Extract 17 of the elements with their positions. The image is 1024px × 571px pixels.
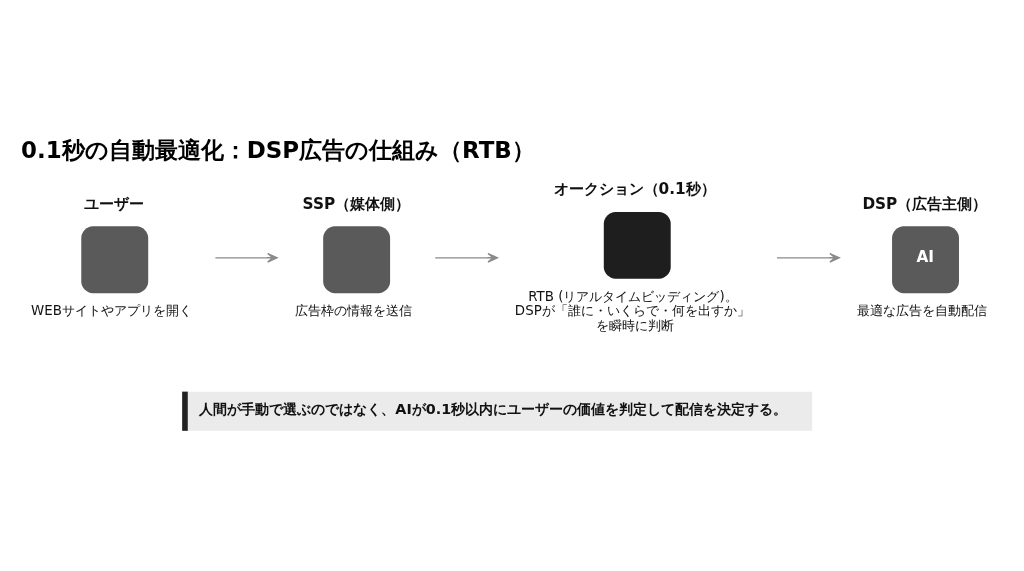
- label: 人間が手動で選ぶのではなく、AIが0.1秒以内にユーザーの価値を判定して配信を決定する。: [199, 400, 788, 417]
- node-label: WEBサイトやアプリを開く: [31, 303, 192, 319]
- node-box: [323, 226, 391, 294]
- node-box: [603, 211, 671, 279]
- node-label: RTB (リアルタイムビッディング)。DSPが「誰に・いくらで・何を出すか」を瞬時に判断: [514, 288, 750, 333]
- diagram-title: 0.1秒の自動最適化：DSP広告の仕組み（RTB）: [21, 137, 535, 164]
- node-label: SSP（媒体側）: [302, 194, 411, 213]
- node-box: [81, 226, 149, 294]
- node-label: ユーザー: [83, 194, 144, 213]
- node-label: DSP（広告主側）: [862, 194, 988, 213]
- node-label: 最適な広告を自動配信: [857, 303, 988, 319]
- arrow: [214, 252, 278, 263]
- node-label: オークション（0.1秒）: [553, 180, 716, 199]
- arrow: [434, 252, 499, 263]
- arrow: [776, 252, 841, 263]
- node-box: AI: [892, 226, 959, 294]
- node-label: 広告枠の情報を送信: [294, 303, 412, 319]
